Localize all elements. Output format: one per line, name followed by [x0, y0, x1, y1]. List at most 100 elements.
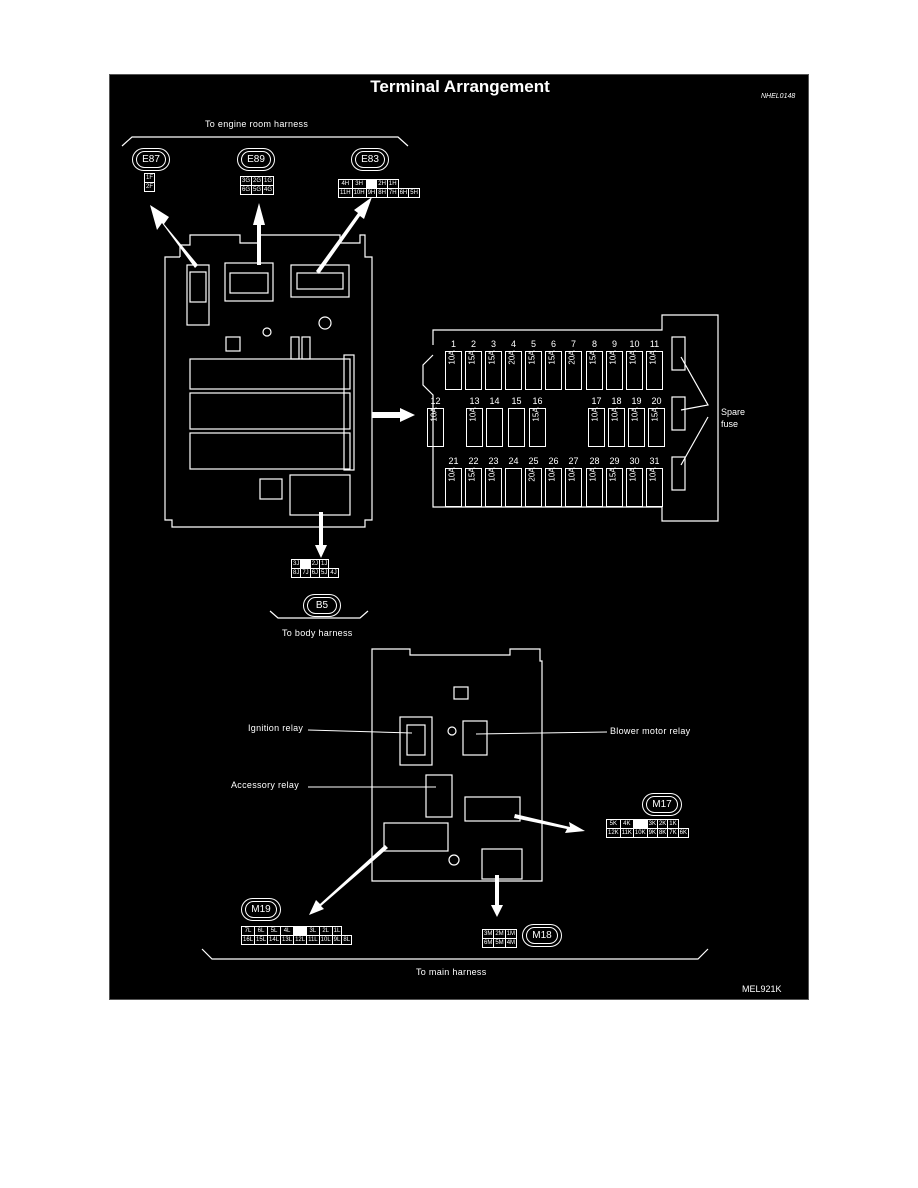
fuse-number: 27	[568, 456, 579, 466]
connector-b5-label: B5	[303, 594, 341, 617]
engine-room-harness-label: To engine room harness	[205, 119, 309, 129]
fuse-rating: 10A	[447, 350, 457, 365]
arrow-to-e83	[316, 197, 372, 274]
fuse-rating: 10A	[547, 467, 557, 482]
fuse-body	[565, 468, 582, 507]
fuse-number: 1	[450, 339, 456, 349]
ignition-relay-label: Ignition relay	[248, 723, 304, 733]
fuse-number: 7	[570, 339, 576, 349]
main-harness-label: To main harness	[416, 967, 487, 977]
fuse-rating: 15A	[467, 350, 477, 365]
fuse-number: 4	[510, 339, 516, 349]
pin-12l: 12L	[293, 935, 308, 945]
fuse-body	[466, 408, 483, 447]
fuse-number: 18	[611, 396, 622, 406]
upper-fuse-box	[164, 234, 373, 528]
fuse-number: 14	[489, 396, 500, 406]
fuse-number: 16	[532, 396, 543, 406]
fuse-rating: 10A	[468, 407, 478, 422]
fuse-number: 3	[490, 339, 496, 349]
lower-relay-box	[371, 648, 543, 882]
fuse-number: 6	[550, 339, 556, 349]
pin-8l: 8L	[341, 935, 353, 945]
fuse-number: 5	[530, 339, 536, 349]
connector-e89-label: E89	[237, 148, 275, 171]
fuse-body	[545, 468, 562, 507]
fuse-body	[588, 408, 605, 447]
fuse-body	[505, 351, 522, 390]
fuse-rating: 10A	[447, 467, 457, 482]
connector-e87-label: E87	[132, 148, 170, 171]
body-harness-label: To body harness	[282, 628, 353, 638]
fuse-body	[505, 468, 522, 507]
pin-11k: 11K	[619, 828, 634, 838]
arrow-to-b5	[315, 512, 327, 558]
fuse-body	[465, 351, 482, 390]
body-bracket	[269, 610, 369, 619]
fuse-body	[529, 408, 546, 447]
fuse-rating: 15A	[650, 407, 660, 422]
arrow-to-e89	[253, 203, 265, 265]
fuse-14: 14	[485, 396, 504, 447]
pin-6k: 6K	[677, 828, 690, 838]
fuse-rating: 10A	[630, 407, 640, 422]
spare-fuse-2	[671, 396, 686, 431]
pin-4g: 4G	[262, 185, 275, 195]
fuse-rating: 10A	[648, 467, 658, 482]
fuse-number: 13	[469, 396, 480, 406]
fuse-number: 19	[631, 396, 642, 406]
fuse-rating: 10A	[487, 467, 497, 482]
fuse-body	[485, 351, 502, 390]
fuse-body	[606, 468, 623, 507]
pin-5h: 5H	[408, 188, 420, 198]
pin-10h: 10H	[351, 188, 367, 198]
pin-2f: 2F	[143, 182, 156, 192]
fuse-number: 24	[508, 456, 519, 466]
arrow-to-fuse-block	[372, 408, 415, 422]
fuse-number: 30	[629, 456, 640, 466]
fuse-number: 12	[430, 396, 441, 406]
fuse-body	[445, 351, 462, 390]
fuse-rating: 15A	[608, 467, 618, 482]
line-drawing	[121, 136, 719, 960]
fuse-rating: 15A	[527, 350, 537, 365]
figure-id: MEL921K	[742, 984, 782, 994]
fuse-body	[485, 468, 502, 507]
fuse-body	[648, 408, 665, 447]
engine-room-bracket	[121, 136, 409, 147]
spare-fuse-3	[671, 456, 686, 491]
fuse-rating: 15A	[588, 350, 598, 365]
fuse-number: 26	[548, 456, 559, 466]
arrow-to-m17	[514, 814, 585, 833]
fuse-number: 11	[649, 339, 660, 349]
fuse-number: 15	[511, 396, 522, 406]
fuse-body	[586, 468, 603, 507]
fuse-number: 31	[649, 456, 660, 466]
fuse-rating: 20A	[527, 467, 537, 482]
fuse-number: 8	[591, 339, 597, 349]
fuse-number: 29	[609, 456, 620, 466]
ignition-relay-leader	[307, 729, 413, 734]
fuse-number: 23	[488, 456, 499, 466]
accessory-relay-label: Accessory relay	[231, 780, 300, 790]
